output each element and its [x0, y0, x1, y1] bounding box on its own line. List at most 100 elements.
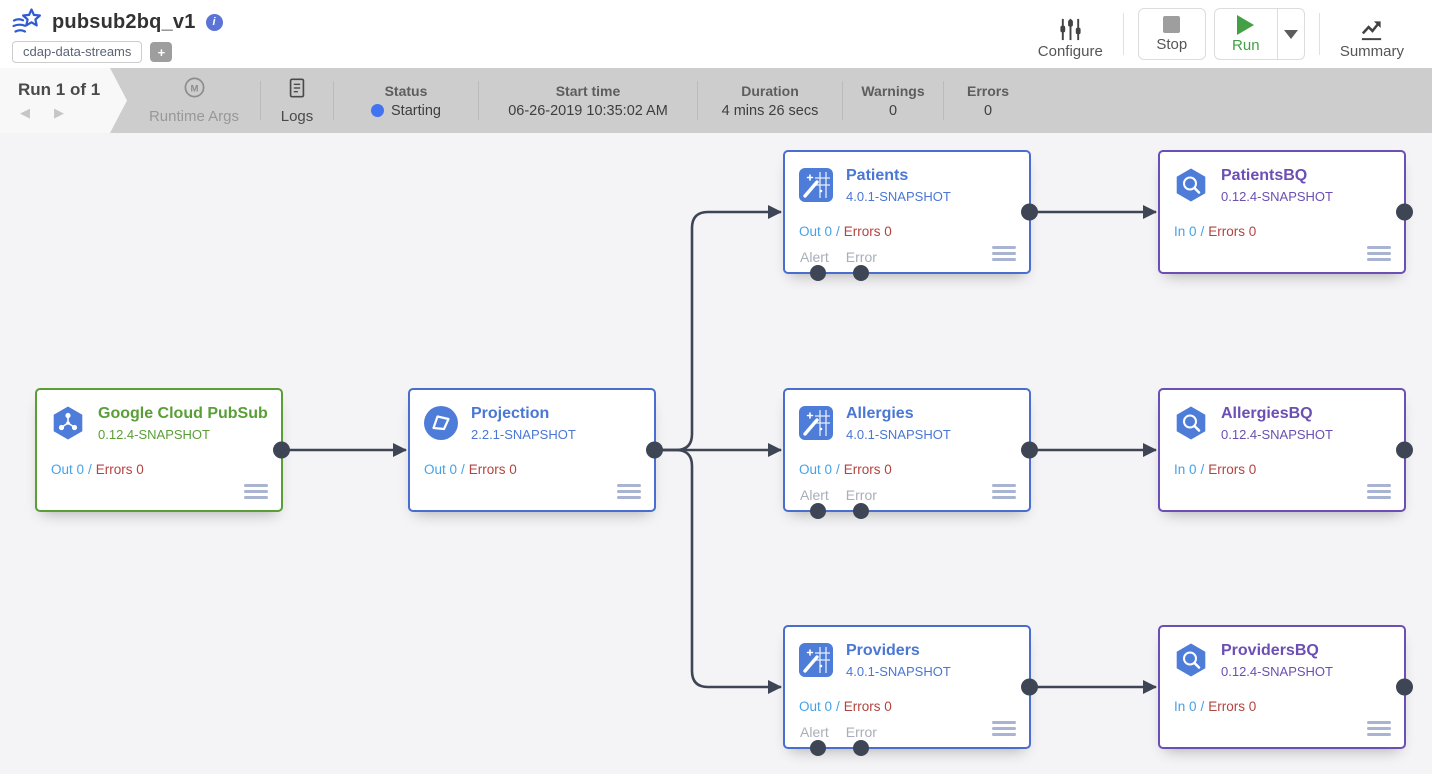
metric-errors[interactable]: Errors 0	[843, 462, 892, 477]
metric-errors[interactable]: Errors 0	[468, 462, 517, 477]
metric-errors[interactable]: Errors 0	[1208, 462, 1257, 477]
configure-label: Configure	[1037, 43, 1103, 60]
metric-out[interactable]: Out 0	[51, 462, 85, 477]
node-menu-icon[interactable]	[992, 721, 1016, 736]
stop-button[interactable]: Stop	[1137, 8, 1206, 60]
alert-port[interactable]	[810, 265, 826, 281]
metric-errors[interactable]: Errors 0	[1208, 699, 1257, 714]
output-port[interactable]	[1396, 441, 1413, 459]
add-tag-button[interactable]: +	[150, 42, 173, 62]
metric-out[interactable]: Out 0	[424, 462, 458, 477]
runtime-args-button[interactable]: M Runtime Args	[128, 68, 260, 133]
runbar-divider	[260, 81, 261, 120]
node-metrics: In 0/Errors 0	[1174, 462, 1256, 477]
svg-text:M: M	[190, 83, 198, 94]
run-button[interactable]: Run	[1215, 9, 1277, 59]
error-port-label: Error	[845, 487, 877, 503]
node-menu-icon[interactable]	[992, 484, 1016, 499]
node-version: 4.0.1-SNAPSHOT	[846, 189, 951, 204]
metric-errors[interactable]: Errors 0	[843, 224, 892, 239]
summary-chart-icon	[1359, 15, 1384, 43]
node-google-cloud-pubsub[interactable]: Google Cloud PubSub 0.12.4-SNAPSHOT Out …	[35, 388, 290, 512]
node-projection[interactable]: Projection 2.2.1-SNAPSHOT Out 0/Errors 0	[408, 388, 663, 512]
metric-separator: /	[1200, 224, 1205, 239]
metric-errors[interactable]: Errors 0	[1208, 224, 1257, 239]
status-section: Status Starting	[334, 68, 478, 133]
node-version: 0.12.4-SNAPSHOT	[1221, 189, 1333, 204]
configure-sliders-icon	[1058, 15, 1083, 43]
metric-separator: /	[836, 462, 840, 477]
run-info-bar: Run 1 of 1 ◀ ▶ M Runtime Args Logs S	[0, 68, 1432, 133]
info-icon[interactable]: i	[205, 13, 223, 31]
error-port[interactable]	[853, 740, 869, 756]
run-options-dropdown[interactable]	[1276, 9, 1304, 59]
configure-button[interactable]: Configure	[1032, 8, 1109, 60]
node-patients[interactable]: Patients 4.0.1-SNAPSHOT Out 0/Errors 0 A…	[783, 150, 1038, 281]
duration-label: Duration	[741, 82, 799, 99]
warnings-value: 0	[888, 102, 898, 119]
metric-out[interactable]: Out 0	[799, 462, 833, 477]
runbar-divider	[697, 81, 698, 120]
bigquery-icon	[1173, 405, 1209, 441]
logs-button[interactable]: Logs	[261, 68, 333, 133]
pipeline-canvas[interactable]: Google Cloud PubSub 0.12.4-SNAPSHOT Out …	[0, 133, 1432, 774]
errors-label: Errors	[966, 82, 1010, 99]
output-port[interactable]	[1021, 441, 1038, 459]
pipeline-tag[interactable]: cdap-data-streams	[12, 41, 143, 63]
node-menu-icon[interactable]	[1367, 246, 1391, 261]
error-port-label: Error	[845, 249, 877, 265]
output-port[interactable]	[1021, 678, 1038, 696]
alert-port[interactable]	[810, 740, 826, 756]
app-header: pubsub2bq_v1 i cdap-data-streams +	[0, 0, 1432, 68]
next-run-button[interactable]: ▶	[54, 105, 64, 120]
node-menu-icon[interactable]	[617, 484, 641, 499]
alert-port[interactable]	[810, 503, 826, 519]
node-menu-icon[interactable]	[1367, 484, 1391, 499]
summary-button[interactable]: Summary	[1334, 8, 1410, 60]
metric-separator: /	[88, 462, 92, 477]
metric-in[interactable]: In 0	[1174, 462, 1197, 477]
metric-out[interactable]: Out 0	[799, 224, 833, 239]
metric-separator: /	[836, 224, 840, 239]
duration-section: Duration 4 mins 26 secs	[698, 68, 842, 133]
error-port[interactable]	[853, 503, 869, 519]
runbar-divider	[943, 81, 944, 120]
status-label: Status	[384, 82, 428, 99]
node-title: Projection	[471, 405, 550, 422]
node-title: Providers	[846, 642, 920, 659]
output-port[interactable]	[1396, 678, 1413, 696]
runtime-args-label: Runtime Args	[148, 108, 240, 125]
node-menu-icon[interactable]	[992, 246, 1016, 261]
metric-separator: /	[1200, 699, 1205, 714]
node-allergies[interactable]: Allergies 4.0.1-SNAPSHOT Out 0/Errors 0 …	[783, 388, 1038, 519]
output-port[interactable]	[273, 441, 290, 459]
metric-in[interactable]: In 0	[1174, 699, 1197, 714]
node-allergiesbq[interactable]: AllergiesBQ 0.12.4-SNAPSHOT In 0/Errors …	[1158, 388, 1413, 512]
start-time-section: Start time 06-26-2019 10:35:02 AM	[479, 68, 697, 133]
node-menu-icon[interactable]	[1367, 721, 1391, 736]
output-port[interactable]	[1021, 203, 1038, 221]
wrangler-icon	[798, 642, 834, 678]
metric-in[interactable]: In 0	[1174, 224, 1197, 239]
node-version: 2.2.1-SNAPSHOT	[471, 427, 576, 442]
metric-errors[interactable]: Errors 0	[95, 462, 144, 477]
node-providersbq[interactable]: ProvidersBQ 0.12.4-SNAPSHOT In 0/Errors …	[1158, 625, 1413, 749]
bigquery-icon	[1173, 642, 1209, 678]
node-menu-icon[interactable]	[244, 484, 268, 499]
stop-label: Stop	[1156, 35, 1188, 53]
play-icon	[1237, 14, 1255, 35]
bigquery-icon	[1173, 167, 1209, 203]
output-port[interactable]	[646, 441, 663, 459]
metric-errors[interactable]: Errors 0	[843, 699, 892, 714]
node-providers[interactable]: Providers 4.0.1-SNAPSHOT Out 0/Errors 0 …	[783, 625, 1038, 756]
cdap-logo-icon	[12, 7, 44, 37]
node-title: Allergies	[846, 405, 914, 422]
previous-run-button[interactable]: ◀	[20, 105, 30, 120]
node-metrics: Out 0/Errors 0	[799, 224, 892, 239]
metric-out[interactable]: Out 0	[799, 699, 833, 714]
alert-port-label: Alert	[800, 487, 829, 503]
output-port[interactable]	[1396, 203, 1413, 221]
error-port[interactable]	[853, 265, 869, 281]
logs-label: Logs	[280, 107, 314, 125]
node-patientsbq[interactable]: PatientsBQ 0.12.4-SNAPSHOT In 0/Errors 0	[1158, 150, 1413, 274]
